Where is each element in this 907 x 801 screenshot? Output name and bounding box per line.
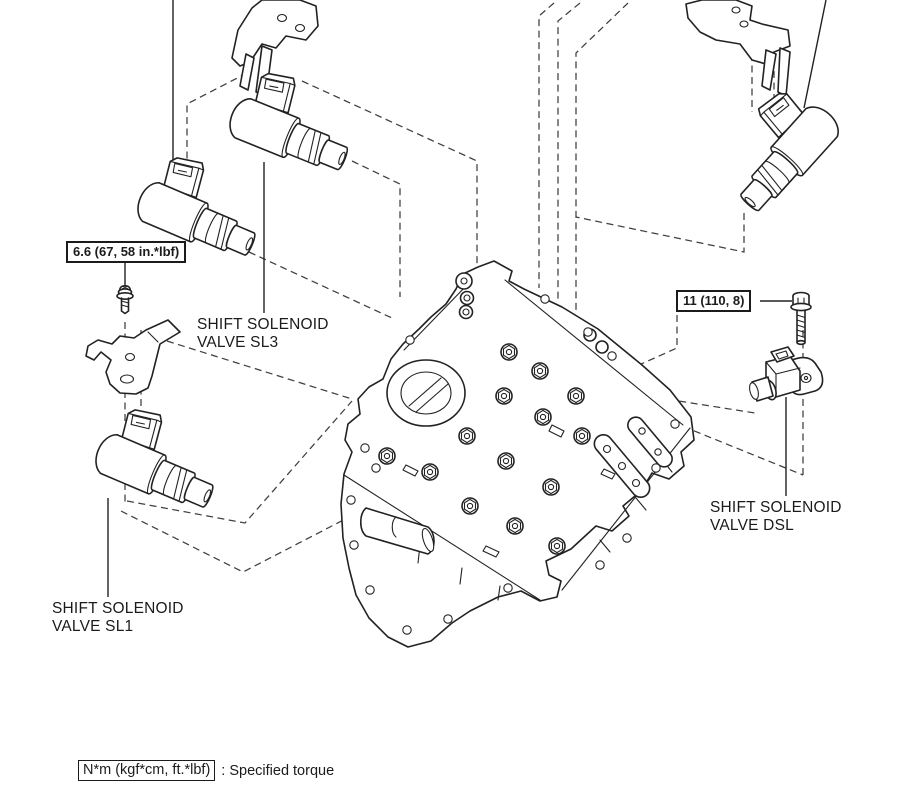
label-dsl-line1: SHIFT SOLENOID (710, 499, 842, 516)
dsl-bolt (790, 291, 812, 346)
shift-solenoid-valve-sl1-illustration (89, 397, 233, 518)
label-shift-solenoid-valve-sl1: SHIFT SOLENOID VALVE SL1 (52, 600, 184, 636)
torque-callout-dsl-bolt: 11 (110, 8) (676, 290, 752, 312)
label-shift-solenoid-valve-sl3: SHIFT SOLENOID VALVE SL3 (197, 316, 329, 352)
label-shift-solenoid-valve-dsl: SHIFT SOLENOID VALVE DSL (710, 499, 842, 535)
shift-solenoid-valve-s4-illustration (705, 75, 846, 220)
torque-legend-caption: : Specified torque (221, 762, 335, 779)
valve-body-illustration (340, 260, 695, 648)
solenoid-lock-plate-right (685, 0, 791, 97)
shift-solenoid-valve-dsl-illustration (749, 346, 824, 402)
label-sl1-line1: SHIFT SOLENOID (52, 600, 184, 617)
harness-clamp-bracket-left (85, 319, 181, 395)
label-sl3-line1: SHIFT SOLENOID (197, 316, 329, 333)
leader-lines (107, 0, 827, 597)
label-sl3-line2: VALVE SL3 (197, 334, 279, 351)
solenoid-lock-plate-top (231, 0, 319, 97)
bracket-bolt (116, 284, 134, 315)
label-dsl-line2: VALVE DSL (710, 517, 794, 534)
torque-legend: N*m (kgf*cm, ft.*lbf) : Specified torque (78, 760, 334, 781)
label-sl1-line2: VALVE SL1 (52, 618, 134, 635)
torque-callout-bracket-bolt: 6.6 (67, 58 in.*lbf) (66, 241, 187, 263)
projection-lines (120, 2, 804, 573)
torque-unit-box: N*m (kgf*cm, ft.*lbf) (78, 760, 216, 781)
